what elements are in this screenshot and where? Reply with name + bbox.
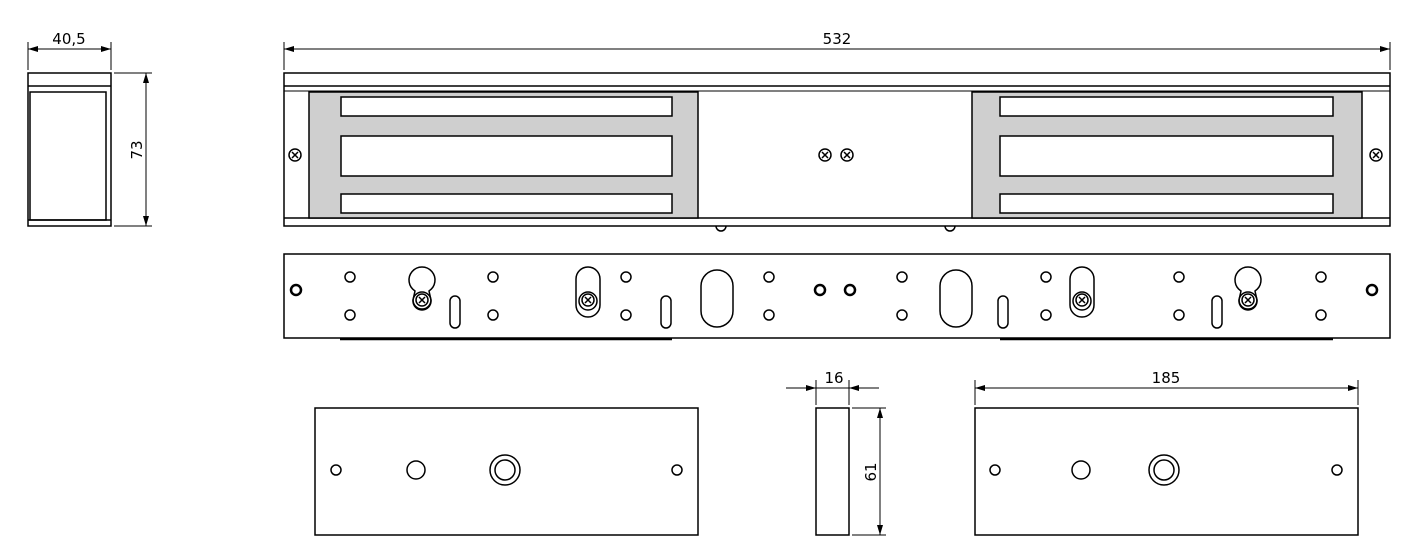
side-width-label: 40,5 — [52, 30, 85, 48]
armature-plate-left — [314, 407, 699, 536]
keeper-length-label: 185 — [1152, 369, 1181, 387]
magnet-front-view: 532 — [283, 30, 1391, 232]
side-view: 40,5 73 — [27, 30, 152, 227]
height-label: 73 — [128, 140, 146, 159]
keyhole — [408, 266, 436, 311]
keeper-height-label: 61 — [862, 462, 880, 481]
armature-plate-right: 185 — [974, 369, 1359, 536]
armature-side-view: 16 61 — [786, 369, 886, 536]
screw-icon — [1369, 148, 1383, 162]
keyhole — [575, 266, 601, 318]
screw-icon — [818, 148, 832, 162]
keyhole — [1069, 266, 1095, 318]
keyhole — [1234, 266, 1262, 311]
screw-icon — [288, 148, 302, 162]
keeper-thickness-label: 16 — [824, 369, 843, 387]
total-length-label: 532 — [823, 30, 852, 48]
mounting-plate — [283, 253, 1391, 341]
screw-icon — [840, 148, 854, 162]
